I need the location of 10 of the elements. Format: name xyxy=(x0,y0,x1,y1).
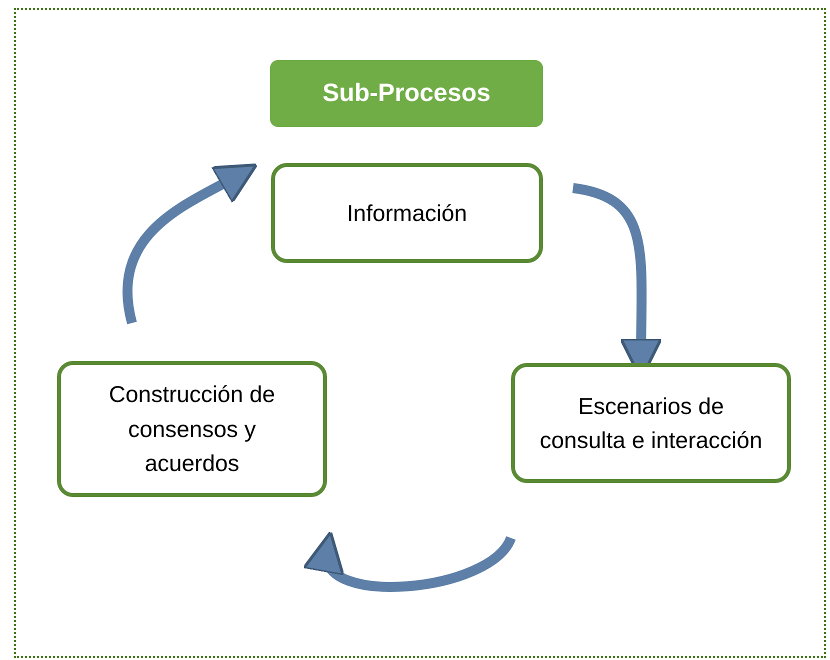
curved-arrow xyxy=(122,164,258,324)
process-box xyxy=(511,363,791,483)
title-box xyxy=(270,60,543,127)
title-text: Sub-Procesos xyxy=(322,78,491,109)
box-text: Escenarios de consulta e interacción xyxy=(538,392,764,455)
process-box xyxy=(271,163,543,263)
process-box xyxy=(57,361,327,497)
box-text: Construcción de consensos y acuerdos xyxy=(108,380,276,478)
box-text: Información xyxy=(346,198,468,228)
curved-arrow xyxy=(307,530,516,592)
